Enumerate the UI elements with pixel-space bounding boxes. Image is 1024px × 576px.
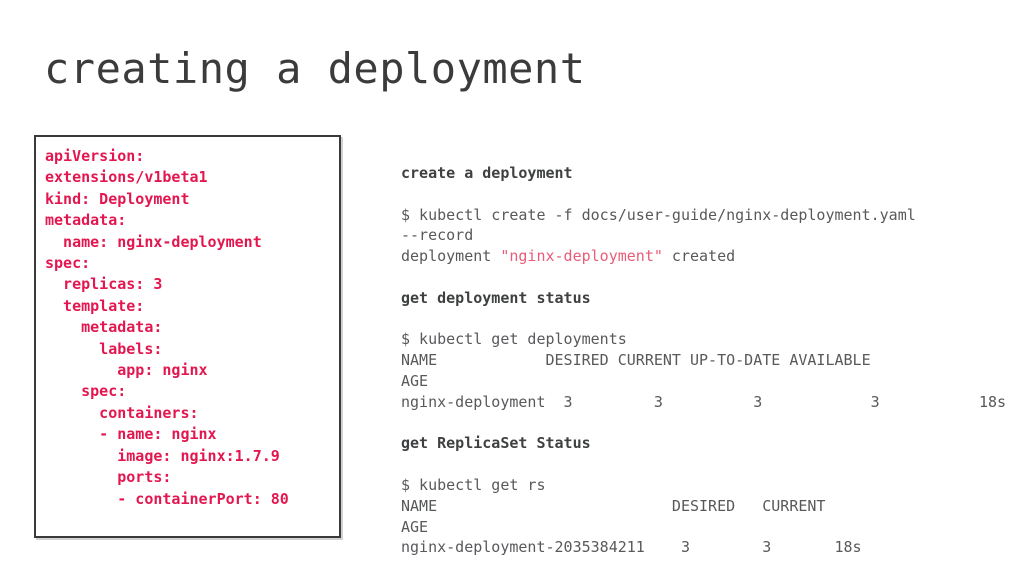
- terminal-text-segment: AGE: [401, 517, 429, 536]
- terminal-line: create a deployment: [401, 163, 1021, 184]
- terminal-text-segment: deployment: [401, 247, 501, 266]
- terminal-line: [401, 309, 1021, 330]
- terminal-text-segment: nginx-deployment-2035384211 3 3 18s: [401, 538, 862, 557]
- terminal-line: AGE: [401, 371, 1021, 392]
- terminal-line: [401, 413, 1021, 434]
- terminal-line: $ kubectl get deployments: [401, 329, 1021, 350]
- terminal-line: get ReplicaSet Status: [401, 433, 1021, 454]
- terminal-text-segment: $ kubectl get rs: [401, 475, 546, 494]
- slide-title: creating a deployment: [44, 44, 586, 93]
- terminal-text-segment: $ kubectl create -f docs/user-guide/ngin…: [401, 205, 916, 224]
- terminal-line: NAME DESIRED CURRENT: [401, 496, 1021, 517]
- terminal-output: create a deployment $ kubectl create -f …: [401, 163, 1021, 558]
- terminal-text-segment: --record: [401, 226, 474, 245]
- terminal-text-segment: get deployment status: [401, 288, 591, 307]
- terminal-text-segment: AGE: [401, 371, 429, 390]
- terminal-line: $ kubectl get rs: [401, 475, 1021, 496]
- terminal-line: $ kubectl create -f docs/user-guide/ngin…: [401, 205, 1021, 226]
- terminal-line: NAME DESIRED CURRENT UP-TO-DATE AVAILABL…: [401, 350, 1021, 371]
- terminal-line: nginx-deployment-2035384211 3 3 18s: [401, 537, 1021, 558]
- terminal-line: [401, 184, 1021, 205]
- terminal-text-segment: NAME DESIRED CURRENT UP-TO-DATE AVAILABL…: [401, 351, 871, 370]
- terminal-text-segment: created: [662, 247, 736, 266]
- terminal-text-segment: $ kubectl get deployments: [401, 330, 627, 349]
- terminal-text-segment: "nginx-deployment": [500, 247, 663, 266]
- yaml-code-box: apiVersion: extensions/v1beta1 kind: Dep…: [34, 135, 341, 538]
- yaml-code: apiVersion: extensions/v1beta1 kind: Dep…: [45, 147, 289, 508]
- terminal-line: nginx-deployment 3 3 3 3 18s: [401, 392, 1021, 413]
- terminal-text-segment: get ReplicaSet Status: [401, 434, 591, 453]
- terminal-text-segment: nginx-deployment 3 3 3 3 18s: [401, 392, 1007, 411]
- terminal-text-segment: create a deployment: [401, 164, 573, 182]
- terminal-line: get deployment status: [401, 288, 1021, 309]
- terminal-line: AGE: [401, 517, 1021, 538]
- terminal-line: [401, 267, 1021, 288]
- terminal-line: --record: [401, 225, 1021, 246]
- terminal-line: deployment "nginx-deployment" created: [401, 246, 1021, 267]
- terminal-line: [401, 454, 1021, 475]
- terminal-text-segment: NAME DESIRED CURRENT: [401, 496, 826, 515]
